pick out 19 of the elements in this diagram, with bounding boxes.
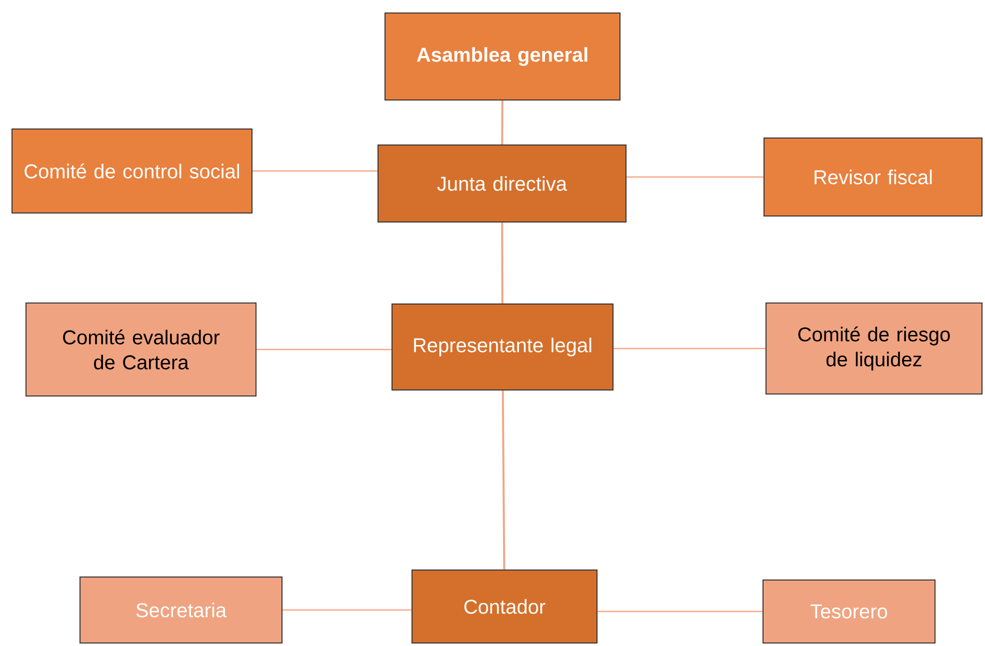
- org-box: Comité evaluador de Cartera: [26, 302, 256, 396]
- org-box: Representante legal: [392, 304, 614, 390]
- org-box: Comité de riesgo de liquidez: [766, 302, 982, 394]
- org-box: Comité de control social: [12, 128, 252, 214]
- connector-line: [256, 348, 392, 350]
- org-box: Secretaria: [80, 576, 282, 644]
- org-box: Contador: [412, 570, 598, 644]
- connector-line: [614, 348, 766, 350]
- org-box: Revisor fiscal: [764, 138, 982, 216]
- connector-line: [501, 222, 504, 304]
- connector-line: [502, 390, 506, 570]
- org-box: Tesorero: [762, 580, 936, 644]
- org-box: Junta directiva: [378, 144, 626, 222]
- org-box: Asamblea general: [384, 12, 620, 100]
- connector-line: [626, 176, 764, 178]
- connector-line: [252, 170, 378, 172]
- connector-line: [282, 609, 412, 611]
- connector-line: [598, 610, 762, 612]
- connector-line: [501, 100, 504, 144]
